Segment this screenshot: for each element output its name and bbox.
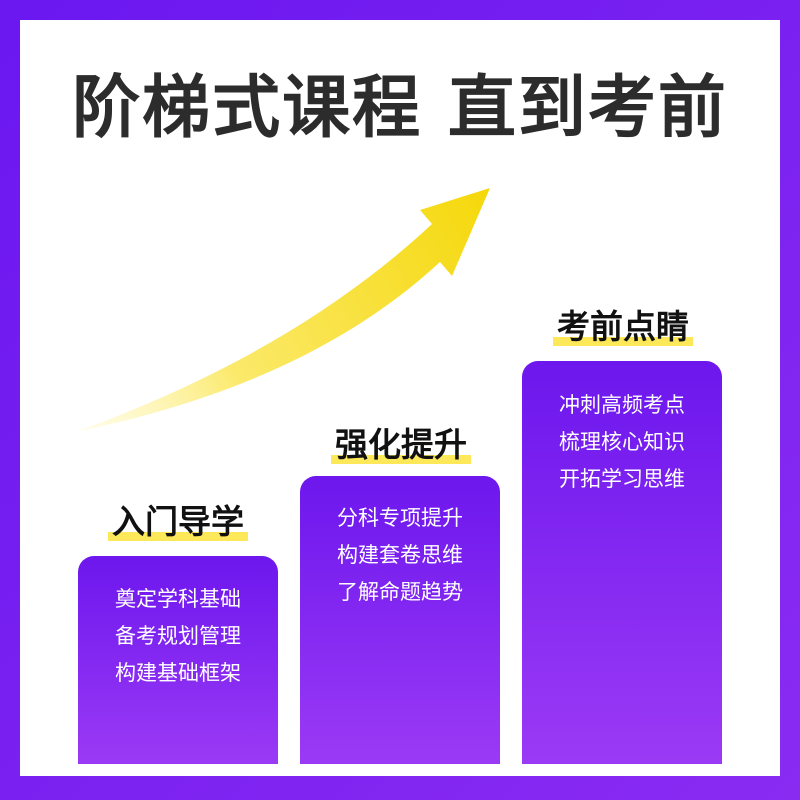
step-1-item: 备考规划管理 xyxy=(115,624,241,648)
page-title: 阶梯式课程 直到考前 xyxy=(72,69,728,148)
step-2-item: 分科专项提升 xyxy=(337,506,463,530)
step-2-item: 了解命题趋势 xyxy=(337,580,463,604)
step-3-title: 考前点睛 xyxy=(553,300,693,348)
step-1-box: 奠定学科基础 备考规划管理 构建基础框架 xyxy=(78,556,278,764)
step-2-item: 构建套卷思维 xyxy=(337,543,463,567)
step-1-title: 入门导学 xyxy=(108,495,248,543)
step-3-item: 冲刺高频考点 xyxy=(559,393,685,417)
step-1-item: 构建基础框架 xyxy=(115,661,241,685)
step-2-title: 强化提升 xyxy=(331,418,471,466)
arrow-shape xyxy=(75,188,490,432)
step-3-box: 冲刺高频考点 梳理核心知识 开拓学习思维 xyxy=(522,361,722,764)
step-1-item: 奠定学科基础 xyxy=(115,587,241,611)
step-3-item: 梳理核心知识 xyxy=(559,430,685,454)
step-3-item: 开拓学习思维 xyxy=(559,467,685,491)
step-2-box: 分科专项提升 构建套卷思维 了解命题趋势 xyxy=(300,476,500,764)
